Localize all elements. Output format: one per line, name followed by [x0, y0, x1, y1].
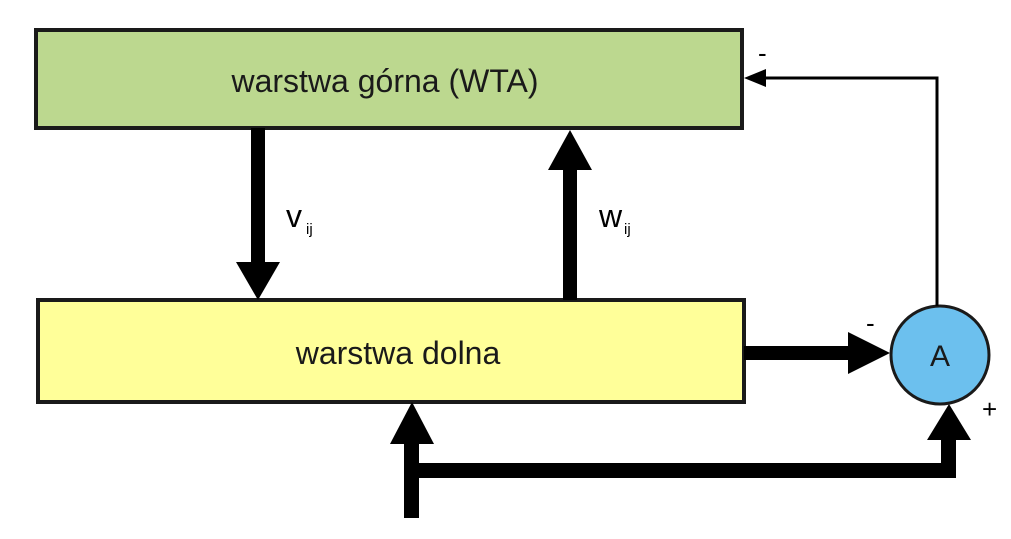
input-branch-horizontal — [404, 463, 956, 478]
node-a-circle — [889, 304, 991, 406]
lower-to-node-arrow — [744, 332, 890, 374]
feedback-arrow — [744, 69, 939, 306]
weight-w-subscript: ij — [624, 221, 631, 238]
feedback-minus-sign: - — [758, 38, 767, 68]
weight-v-label: v — [286, 198, 302, 234]
feedback-line — [766, 76, 939, 306]
input-arrows — [390, 402, 971, 518]
up-weight-arrow — [548, 130, 592, 300]
upper-layer-block: warstwa górna (WTA) — [34, 28, 744, 130]
upper-layer-box — [34, 28, 744, 130]
lower-to-node-shaft — [744, 346, 852, 360]
lower-layer-block: warstwa dolna — [36, 298, 746, 404]
down-arrow-head — [236, 262, 280, 300]
node-a-label: A — [930, 340, 950, 373]
down-arrow-shaft — [251, 128, 265, 266]
weight-v-subscript: ij — [306, 221, 313, 238]
weight-w-main: w — [598, 198, 623, 234]
down-weight-arrow — [236, 128, 280, 300]
node-a: A — [889, 304, 991, 406]
node-plus-sign: + — [982, 394, 997, 424]
up-arrow-head — [548, 130, 592, 170]
input-to-node-head — [927, 404, 971, 440]
lower-layer-label: warstwa dolna — [295, 335, 501, 371]
weight-v-main: v — [286, 198, 302, 234]
lower-to-node-head — [848, 332, 890, 374]
lower-layer-box — [36, 298, 746, 404]
up-arrow-shaft — [563, 166, 577, 300]
feedback-arrow-head — [744, 69, 766, 87]
input-to-lower-head — [390, 402, 434, 444]
node-minus-sign: - — [866, 308, 875, 338]
input-branch-vertical — [941, 436, 956, 478]
weight-w-label: w — [598, 198, 623, 234]
upper-layer-label: warstwa górna (WTA) — [230, 63, 538, 99]
